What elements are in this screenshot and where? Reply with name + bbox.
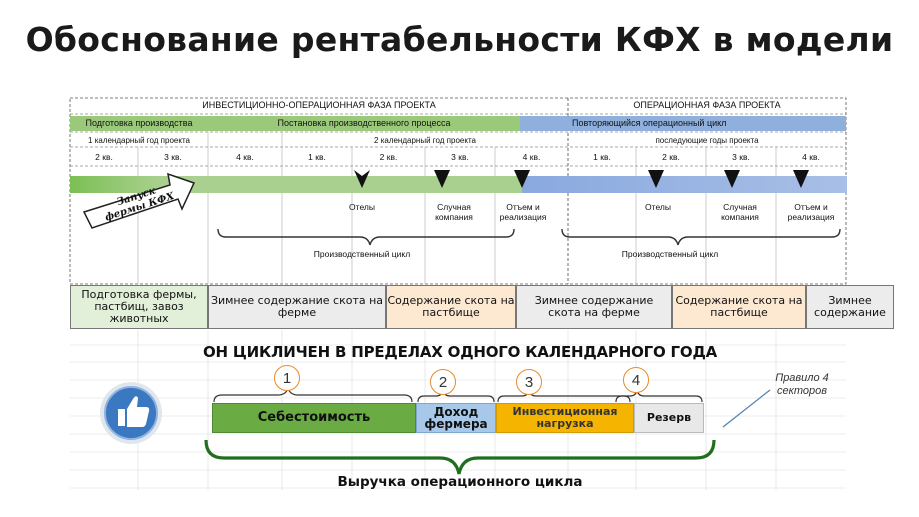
event-label: Отелы [349, 202, 375, 212]
quarter-cell: 3 кв. [732, 152, 750, 162]
production-cycle-label: Производственный цикл [621, 249, 719, 259]
quarter-cell: 2 кв. [379, 152, 398, 162]
rule-pointer-line [722, 389, 771, 428]
page-title: Обоснование рентабельности КФХ в модели [25, 20, 894, 59]
quarter-cell: 4 кв. [236, 152, 254, 162]
activity-box: Содержание скота на пастбище [386, 285, 516, 329]
quarter-cell: 2 кв. [662, 152, 680, 162]
activity-box: Подготовка фермы, пастбищ, завоз животны… [70, 285, 208, 329]
phase-operational: ОПЕРАЦИОННАЯ ФАЗА ПРОЕКТА [633, 100, 781, 110]
brace-revenue [204, 439, 716, 475]
event-markers [354, 170, 809, 188]
activity-box: Зимнее содержание скота на ферме [516, 285, 672, 329]
phase-investment: ИНВЕСТИЦИОННО-ОПЕРАЦИОННАЯ ФАЗА ПРОЕКТА [202, 100, 436, 110]
sector-cost: Себестоимость [212, 403, 416, 433]
activity-box: Зимнее содержание скота на ферме [208, 285, 386, 329]
sector-reserve: Резерв [634, 403, 704, 433]
quarter-cell: 4 кв. [522, 152, 541, 162]
event-label: Отелы [645, 202, 671, 212]
production-cycle-label: Производственный цикл [313, 249, 411, 259]
year-second: 2 календарный год проекта [374, 136, 476, 145]
year-last: последующие годы проекта [655, 136, 759, 145]
stage-setup: Постановка производственного процесса [208, 116, 520, 131]
quarter-cell: 3 кв. [164, 152, 182, 162]
event-label: Случная компания [721, 202, 759, 222]
event-label: Отъем и реализация [499, 202, 547, 222]
activity-box: Содержание скота на пастбище [672, 285, 806, 329]
sector-number-circle: 3 [516, 369, 542, 395]
quarter-cell: 2 кв. [95, 152, 113, 162]
brace-production-2 [561, 228, 841, 246]
brace-production-1 [217, 228, 515, 246]
thumbs-up-icon [100, 382, 162, 444]
sector-farmer-income: Доход фермера [416, 403, 496, 433]
stage-repeat: Повторяющийся операционный цикл [568, 116, 846, 131]
stage-prep: Подготовка производства [70, 116, 208, 131]
quarter-cell: 4 кв. [802, 152, 820, 162]
event-label: Отъем и реализация [787, 202, 835, 222]
event-label: Случная компания [435, 202, 473, 222]
quarter-cell: 3 кв. [451, 152, 469, 162]
year-first: 1 календарный год проекта [88, 136, 190, 145]
sector-number-circle: 1 [274, 365, 300, 391]
quarter-cell: 1 кв. [308, 152, 326, 162]
sector-investment-load: Инвестиционная нагрузка [496, 403, 634, 433]
sector-number-circle: 2 [430, 369, 456, 395]
timeline-blue-bar [522, 176, 847, 193]
revenue-label: Выручка операционного цикла [337, 474, 583, 490]
activity-box: Зимнее содержание [806, 285, 894, 329]
stage-transition [520, 116, 568, 131]
sector-number-circle: 4 [623, 367, 649, 393]
rule-note: Правило 4 секторов [775, 372, 829, 397]
launch-arrow [82, 172, 196, 229]
cycle-heading: ОН ЦИКЛИЧЕН В ПРЕДЕЛАХ ОДНОГО КАЛЕНДАРНО… [202, 343, 718, 361]
quarter-cell: 1 кв. [593, 152, 611, 162]
